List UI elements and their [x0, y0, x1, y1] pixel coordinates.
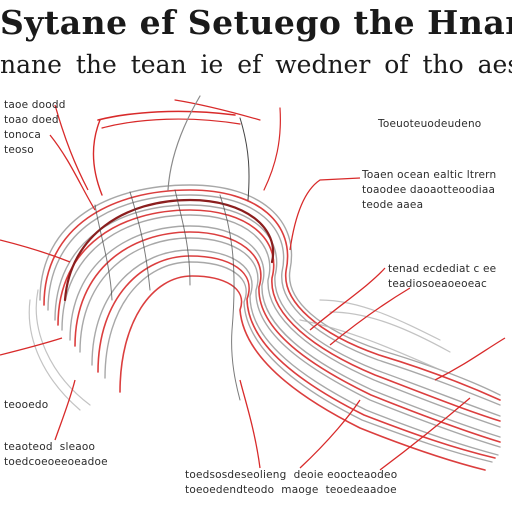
leader-right-center-2	[329, 287, 411, 346]
label-bottom-left: teaoteod sleaoo toedcoeoeeoeadoe	[4, 441, 108, 468]
leader-bottom-center-2	[379, 397, 471, 471]
diagram-title: Sytane ef Setuego the Hnanng	[0, 3, 512, 42]
diagram-subtitle: nane the tean ie ef wedner of tho aes fe…	[0, 50, 512, 79]
leader-lines	[0, 104, 506, 471]
label-top-left: taoe doodd toao doed tonoca teoso	[4, 99, 66, 156]
fiber-structure	[28, 184, 501, 471]
label-bottom-center: toedsosdeseolieng deoie eoocteaodeo toeo…	[185, 469, 398, 496]
leader-left-upper	[0, 239, 71, 263]
top-strands	[92, 95, 281, 201]
leader-left-middle	[0, 337, 63, 356]
label-top-right: Toeuoteuodeudeno	[378, 118, 482, 130]
leader-mid-right	[289, 177, 361, 251]
leader-bottom-center-3	[239, 379, 261, 469]
leader-top-left-2	[49, 134, 96, 211]
label-right-center: tenad ecdediat c ee teadiosoeaoeoeac	[388, 263, 497, 290]
leader-right-lower	[434, 337, 506, 381]
leader-right-center-1	[309, 267, 386, 331]
label-left-lower: teooedo	[4, 399, 49, 411]
leader-bottom-center-1	[299, 399, 361, 469]
leader-bottom-left	[54, 379, 76, 441]
label-mid-right: Toaen ocean ealtic ltrern toaodee daoaot…	[362, 169, 497, 211]
leader-top-left-1	[54, 104, 89, 191]
